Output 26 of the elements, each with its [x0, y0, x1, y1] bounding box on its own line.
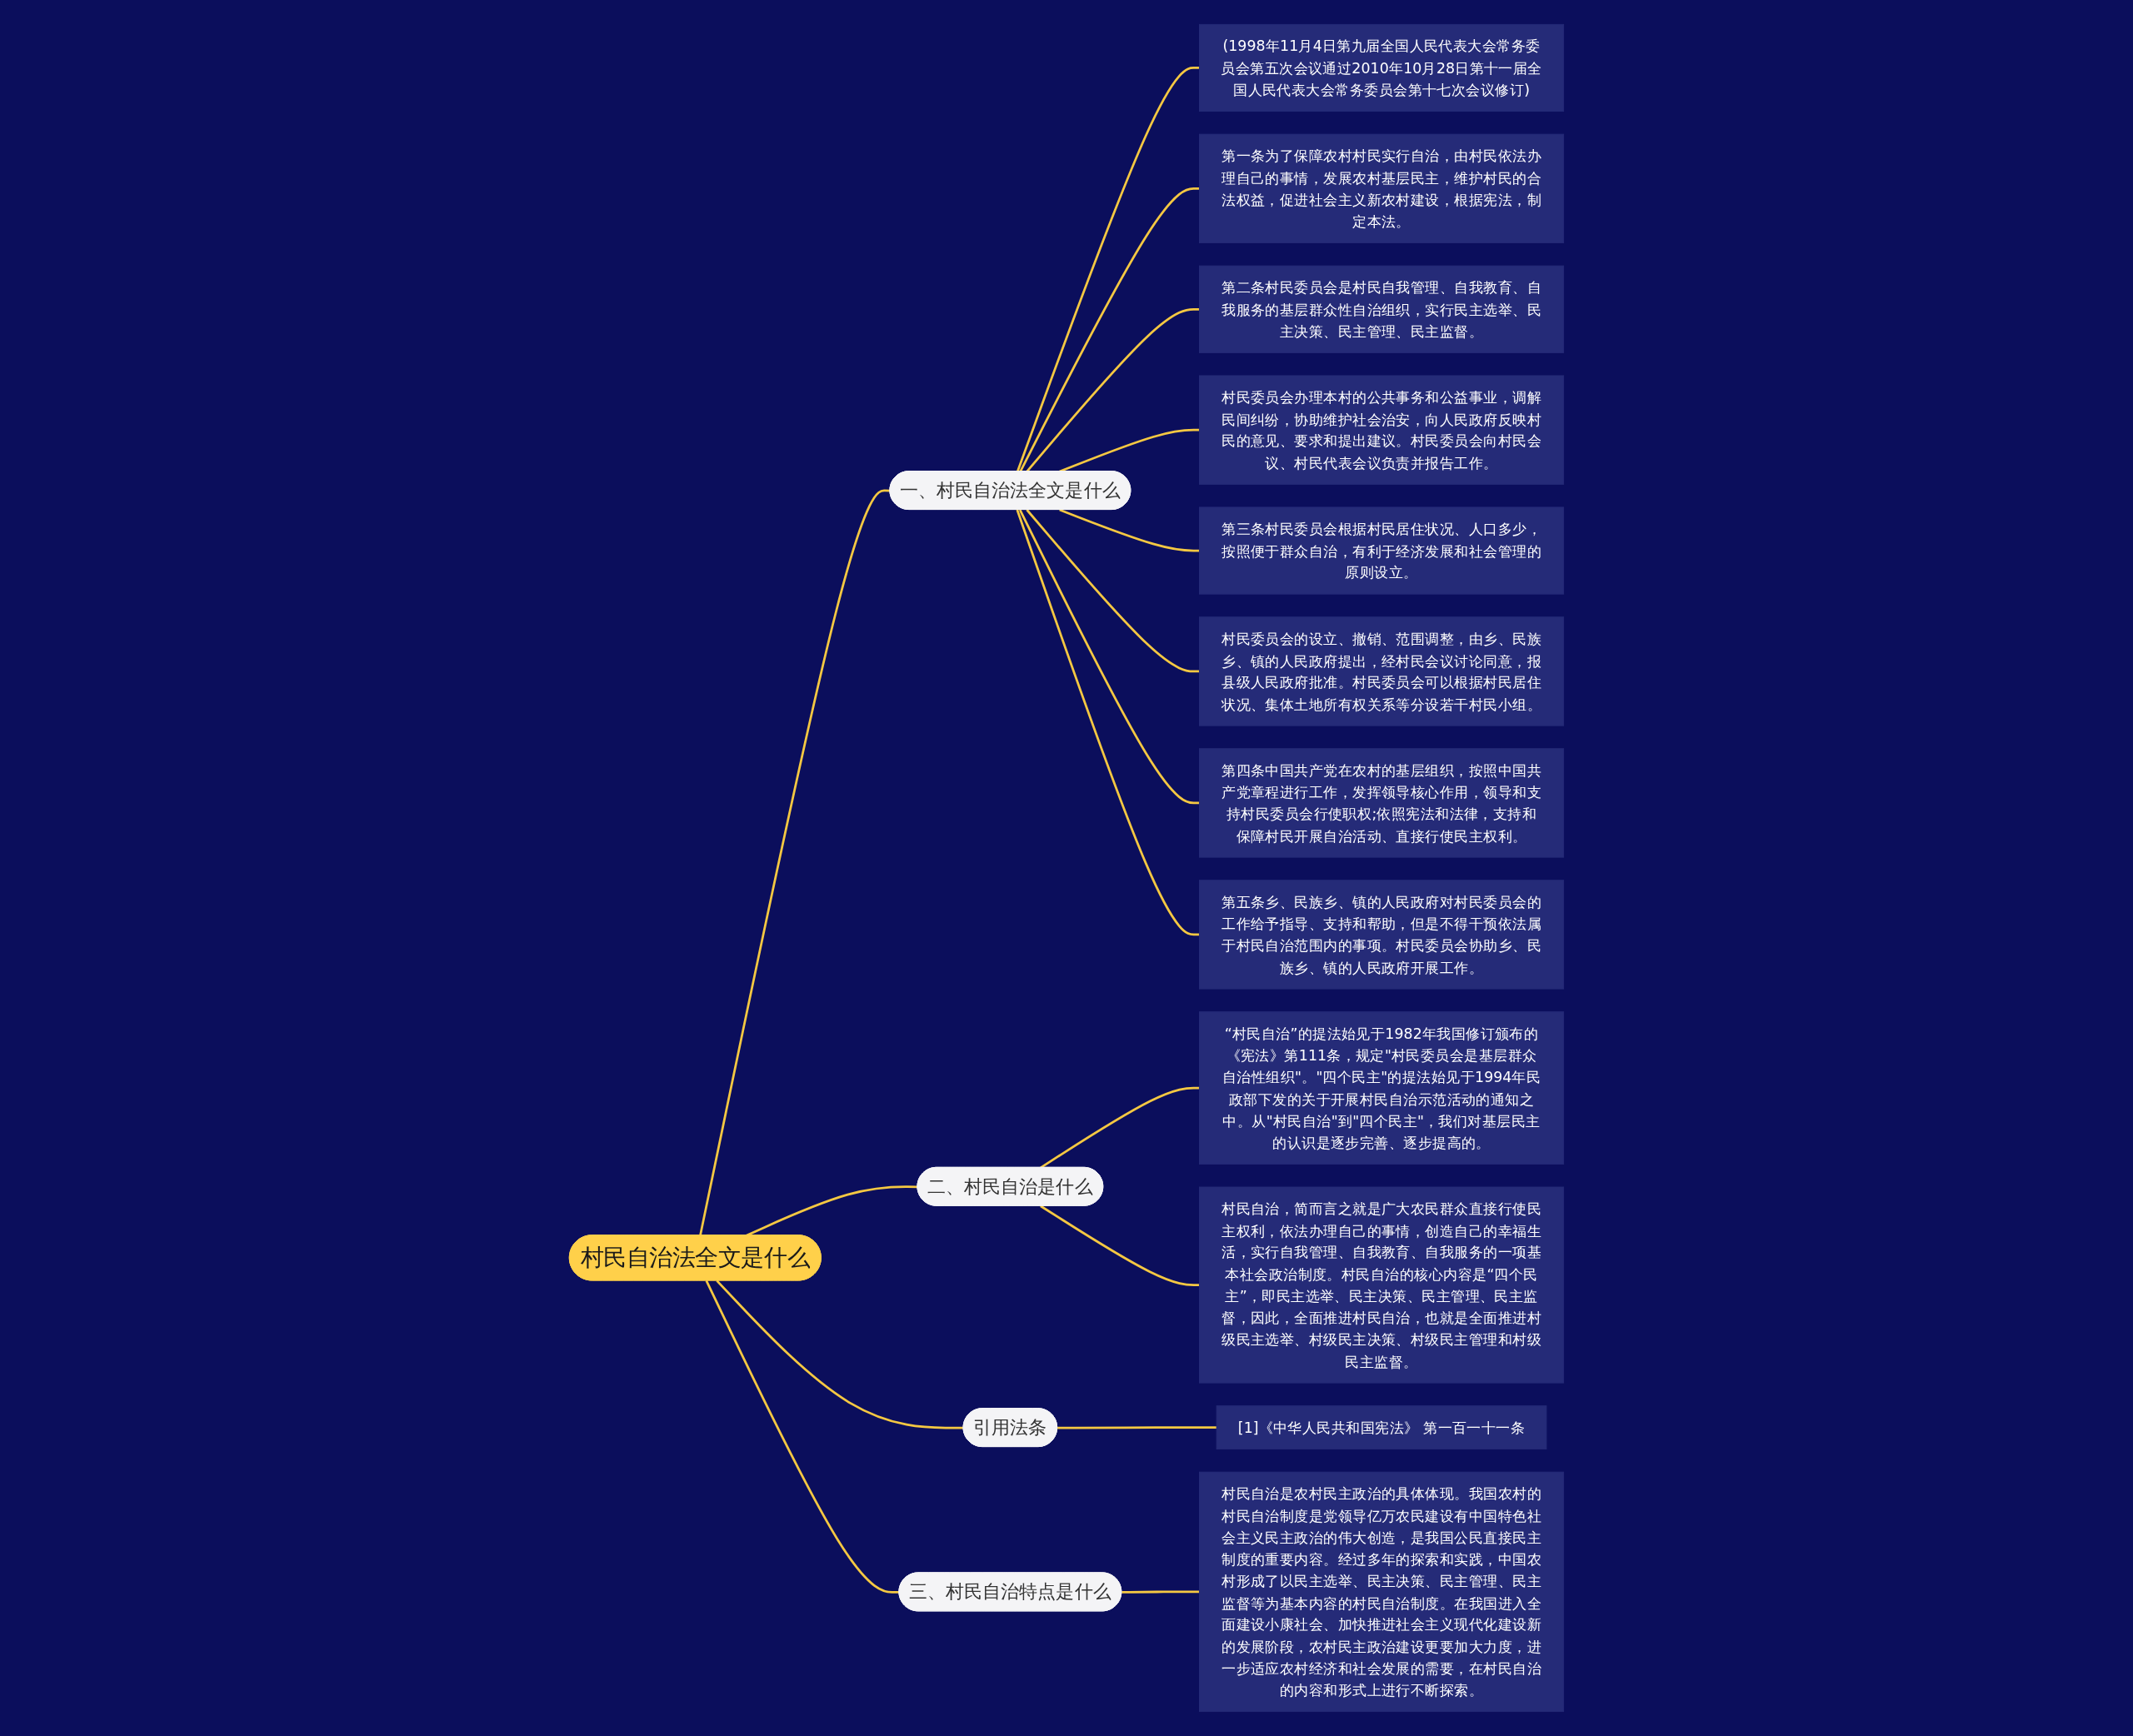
node-box: [1]《中华人民共和国宪法》 第一百一十一条 — [1216, 1405, 1547, 1450]
connector — [1040, 1086, 1200, 1169]
node-box: 村民委员会办理本村的公共事务和公益事业，调解民间纠纷，协助维护社会治安，向人民政府反映村民的意见、要求和提出建议。村民委员会向村民会议、村民代表会议负责并报告工作。 — [1199, 375, 1565, 485]
connector — [1026, 509, 1200, 673]
node-box: 第四条中国共产党在农村的基层组织，按照中国共产党章程进行工作，发挥领导核心作用，领导和支持村民委员会行使职权;依照宪法和法律，支持和保障村民开展自治活动、直接行使民主权利。 — [1199, 748, 1565, 858]
connector — [1121, 1590, 1200, 1594]
connector — [1026, 307, 1200, 472]
connector — [1018, 509, 1200, 805]
connector — [699, 489, 891, 1236]
connector — [716, 1280, 964, 1429]
connector — [1016, 509, 1200, 936]
connector — [1040, 1205, 1200, 1286]
node-box: 第二条村民委员会是村民自我管理、自我教育、自我服务的基层群众性自治组织，实行民主选举、民主决策、民主管理、民主监督。 — [1199, 265, 1565, 353]
connector — [705, 1280, 900, 1594]
node-box: (1998年11月4日第九届全国人民代表大会常务委员会第五次会议通过2010年10月28日第十一届全国人民代表大会常务委员会第十七次会议修订) — [1199, 23, 1565, 112]
connector — [1059, 508, 1200, 552]
node-box: 村民委员会的设立、撤销、范围调整，由乡、民族乡、镇的人民政府提出，经村民会议讨论同意，报县级人民政府批准。村民委员会可以根据村民居住状况、集体土地所有权关系等分设若干村民小组。 — [1199, 616, 1565, 726]
connector — [1057, 1426, 1217, 1429]
node-box: “村民自治”的提法始见于1982年我国修订颁布的《宪法》第111条，规定"村民委员会是基层群众自治性组织"。"四个民主"的提法始见于1994年民政部下发的关于开展村民自治示范活动的通知之中。从"村民自治"到"四个民主"，我们对基层民主的认识是逐步完善、逐步提高的。 — [1199, 1011, 1565, 1165]
node-box: 村民自治是农村民主政治的具体体现。我国农村的村民自治制度是党领导亿万农民建设有中国特色社会主义民主政治的伟大创造，是我国公民直接民主制度的重要内容。经过多年的探索和实践，中国农村形成了以民主选举、民主决策、民主管理、民主监督等为基本内容的村民自治制度。在我国进入全面建设小康社会、加快推进社会主义现代化建设新的发展阶段，农村民主政治建设更要加大力度，进一步适应农村经济和社会发展的需要，在村民自治的内容和形式上进行不断探索。 — [1199, 1471, 1565, 1713]
connector — [1016, 67, 1200, 472]
node-box: 村民自治，简而言之就是广大农民群众直接行使民主权利，依法办理自己的事情，创造自己的幸福生活，实行自我管理、自我教育、自我服务的一项基本社会政治制度。村民自治的核心内容是“四个民主”，即民主选举、民主决策、民主管理、民主监督，因此，全面推进村民自治，也就是全面推进村级民主选举、村级民主决策、村级民主管理和村级民主监督。 — [1199, 1186, 1565, 1384]
node-box: 第三条村民委员会根据村民居住状况、人口多少，按照便于群众自治，有利于经济发展和社会管理的原则设立。 — [1199, 506, 1565, 595]
node-box: 第五条乡、民族乡、镇的人民政府对村民委员会的工作给予指导、支持和帮助，但是不得干预依法属于村民自治范围内的事项。村民委员会协助乡、民族乡、镇的人民政府开展工作。 — [1199, 880, 1565, 990]
connector — [1019, 187, 1200, 472]
node-box: 第一条为了保障农村村民实行自治，由村民依法办理自己的事情，发展农村基层民主，维护村民的合法权益，促进社会主义新农村建设，根据宪法，制定本法。 — [1199, 133, 1565, 244]
